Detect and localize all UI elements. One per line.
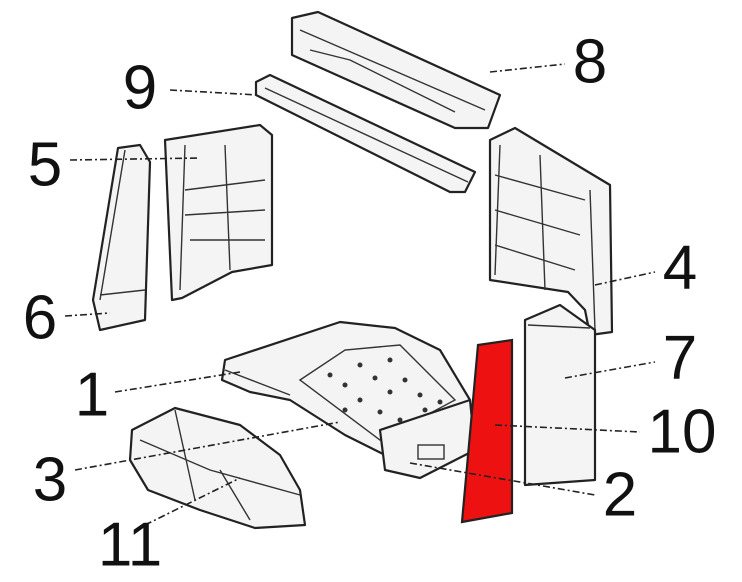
leader-lines [64,63,656,526]
label-1: 1 [75,361,109,430]
part-8-top-baffle [290,10,502,130]
grate-holes [327,357,443,423]
label-7: 7 [663,324,697,393]
label-5: 5 [28,131,62,200]
label-10: 10 [648,398,717,467]
part-4-right-wall [488,126,614,337]
part-5-left-wall [163,123,274,302]
part-10-highlighted-brick [460,338,514,524]
label-9: 9 [123,54,157,123]
part-2-front-block [378,398,477,480]
label-11: 11 [98,511,162,580]
label-6: 6 [23,284,57,353]
label-2: 2 [603,461,637,530]
part-11-front-retainer [128,406,307,530]
label-3: 3 [33,446,67,515]
label-4: 4 [663,234,697,303]
label-8: 8 [573,28,607,97]
part-7-right-brick [523,303,597,487]
part-6-left-brick [91,143,152,332]
